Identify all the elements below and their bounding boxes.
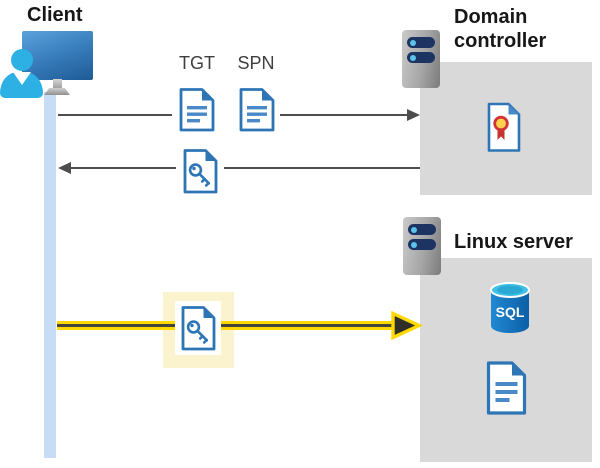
linux-server-label: Linux server — [454, 231, 573, 253]
service-ticket-arrow-core — [57, 324, 394, 327]
sql-database-icon: SQL — [489, 281, 531, 340]
response-arrow-head — [58, 162, 71, 174]
keytab-document-icon — [485, 360, 528, 421]
sql-badge-text: SQL — [496, 304, 525, 320]
request-arrow-head — [407, 109, 420, 121]
server-bay-icon — [408, 239, 436, 250]
linux-server-icon — [403, 217, 441, 275]
monitor-stand-base — [44, 88, 70, 95]
server-bay-icon — [407, 37, 435, 48]
highlighted-key-document-icon — [175, 301, 221, 355]
tgt-label: TGT — [179, 53, 215, 73]
server-led-icon — [410, 54, 416, 61]
spn-document-icon — [234, 84, 280, 135]
tgt-document-icon — [174, 84, 220, 135]
domain-controller-server-icon — [402, 30, 440, 88]
client-timeline — [44, 92, 56, 458]
response-arrow-line-right — [224, 167, 420, 169]
key-document-icon — [178, 145, 222, 197]
monitor-icon — [22, 31, 93, 80]
server-bay-icon — [408, 224, 436, 235]
service-ticket-arrow-head — [391, 310, 424, 345]
spn-label: SPN — [237, 53, 275, 73]
request-arrow-line-left — [58, 114, 172, 116]
server-led-icon — [410, 39, 416, 46]
client-label: Client — [27, 4, 83, 26]
user-head-icon — [11, 49, 33, 71]
domain-controller-label: Domain controller — [454, 6, 547, 52]
response-arrow-line-left — [70, 167, 176, 169]
certificate-document-icon — [487, 102, 521, 158]
user-collar-icon — [13, 72, 31, 85]
monitor-stand-neck — [53, 79, 62, 89]
server-led-icon — [411, 226, 417, 233]
server-bay-icon — [407, 52, 435, 63]
server-led-icon — [411, 241, 417, 248]
request-arrow-line-right — [280, 114, 408, 116]
